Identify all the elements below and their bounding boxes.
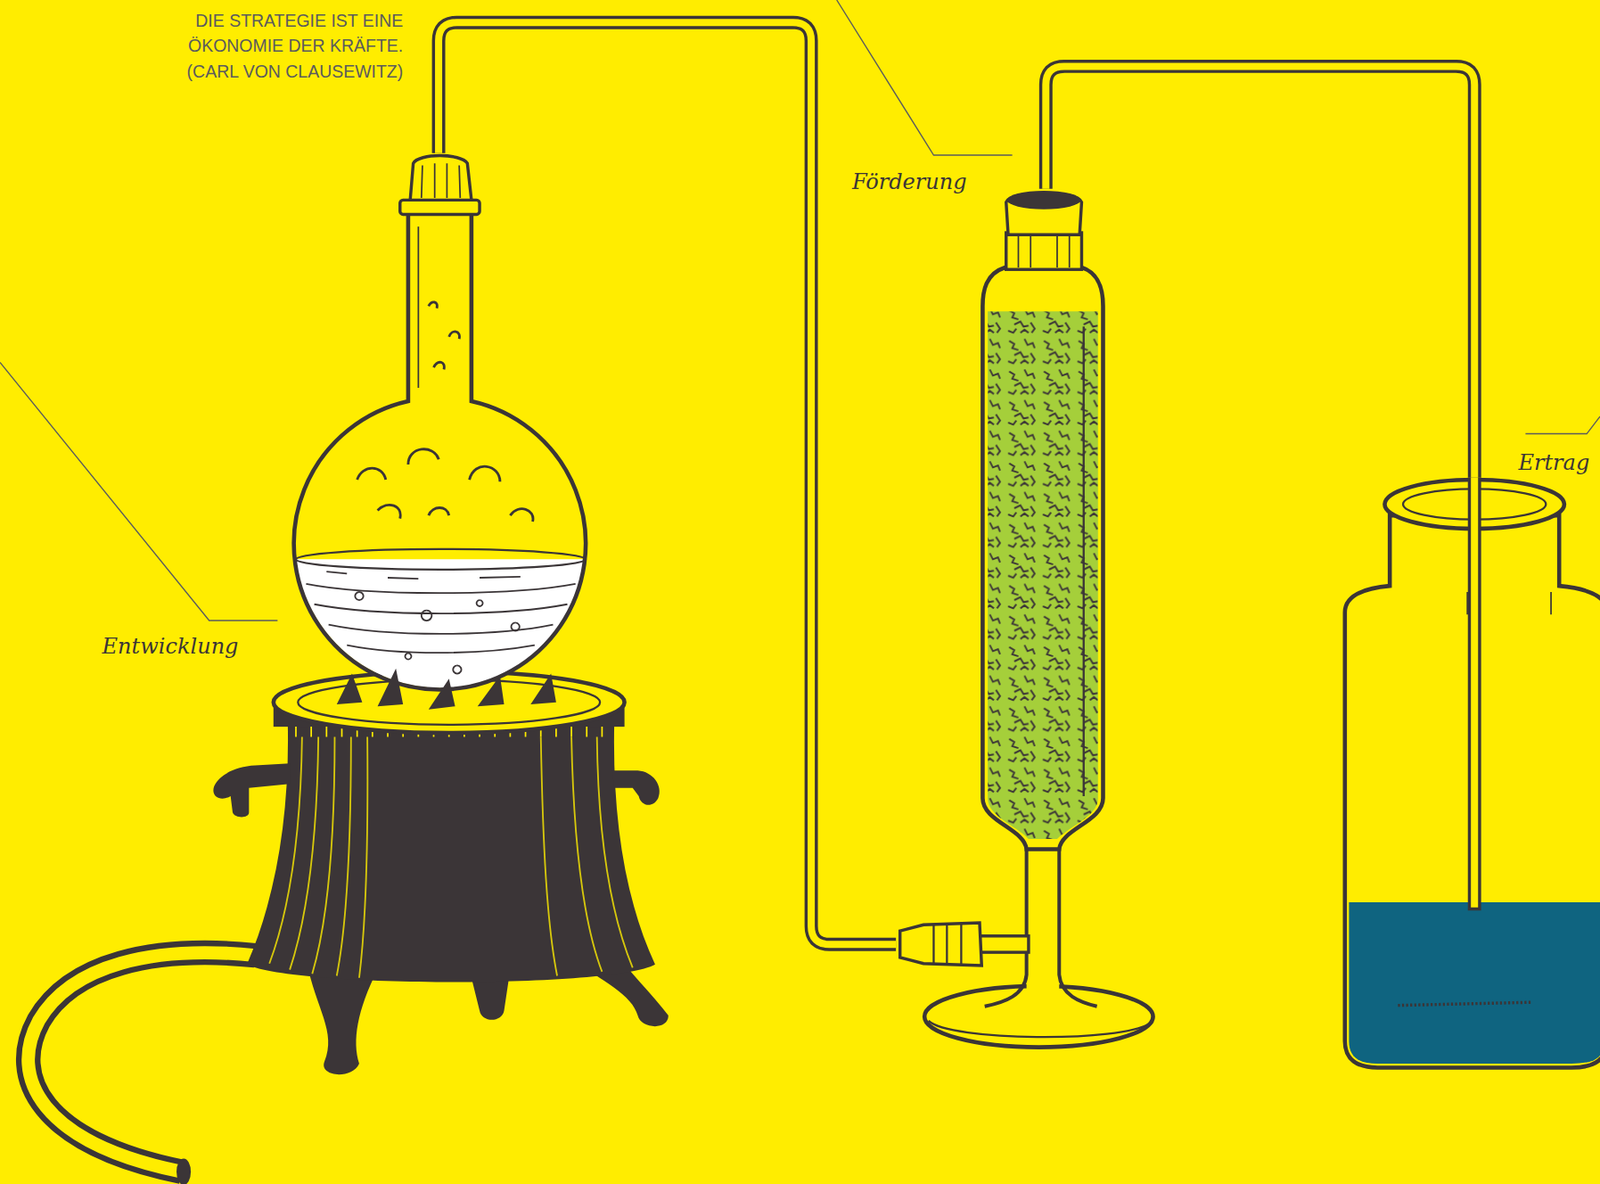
liquid-surface: [295, 549, 586, 570]
stopper-top: [1007, 190, 1081, 210]
quote-text: DIE STRATEGIE IST EINE ÖKONOMIE DER KRÄF…: [147, 8, 403, 85]
inner-tube: [1468, 477, 1482, 911]
flames: [336, 668, 557, 710]
hose-nut: [900, 922, 983, 966]
nut-ridges: [933, 923, 961, 965]
tube-bore: [1045, 65, 1475, 477]
side-arm: [979, 935, 1029, 952]
stopper-ridges: [421, 163, 461, 198]
boiling-liquid: [295, 558, 586, 688]
packing-grain: [979, 305, 1108, 847]
tube-layer: [438, 22, 1475, 944]
flask-highlight: [417, 226, 419, 388]
burner-body: [246, 722, 656, 983]
burner-handle: [612, 770, 660, 805]
inner-tube-bore: [1470, 477, 1478, 908]
glass-tube: [438, 22, 896, 944]
gas-hose: [28, 952, 256, 1173]
bottle-liquid: [1348, 902, 1600, 1064]
stage-label: Entwicklung: [101, 632, 238, 660]
collecting-stage: Ertrag: [1341, 477, 1600, 1070]
leader-line: [0, 361, 278, 621]
drying-column: [900, 190, 1154, 1048]
stage-label: Ertrag: [1517, 449, 1590, 476]
flask-glass: [294, 212, 586, 690]
leader-lines: [0, 0, 1600, 621]
round-flask: [294, 155, 586, 710]
flask-lip: [400, 199, 480, 214]
burner-engraving: [269, 737, 633, 978]
hose-end: [176, 1157, 191, 1184]
gas-hose-bore: [28, 952, 256, 1173]
base-rim: [928, 1020, 1152, 1037]
column-stage: Förderung: [895, 188, 1153, 1051]
column-neck: [1006, 232, 1083, 270]
bubbles: [354, 591, 519, 674]
column-rod: [1083, 326, 1085, 796]
neck-ridges: [1017, 234, 1069, 268]
burner: [28, 671, 669, 1184]
bottom-hatch: [1397, 1001, 1531, 1005]
glass-tube: [1045, 65, 1475, 477]
leader-line: [1525, 416, 1600, 434]
stage-label: Förderung: [852, 168, 968, 196]
burner-handle: [213, 763, 290, 817]
stem-lines: [984, 846, 1098, 1007]
flask-stopper: [410, 155, 472, 201]
column-stem: [1026, 845, 1060, 999]
leader-line: [836, 0, 1013, 156]
liquid-hatching: [305, 571, 575, 653]
heating-stage: Entwicklung: [204, 153, 684, 1072]
tube-bore: [438, 22, 896, 944]
collecting-bottle: [1345, 477, 1600, 1068]
